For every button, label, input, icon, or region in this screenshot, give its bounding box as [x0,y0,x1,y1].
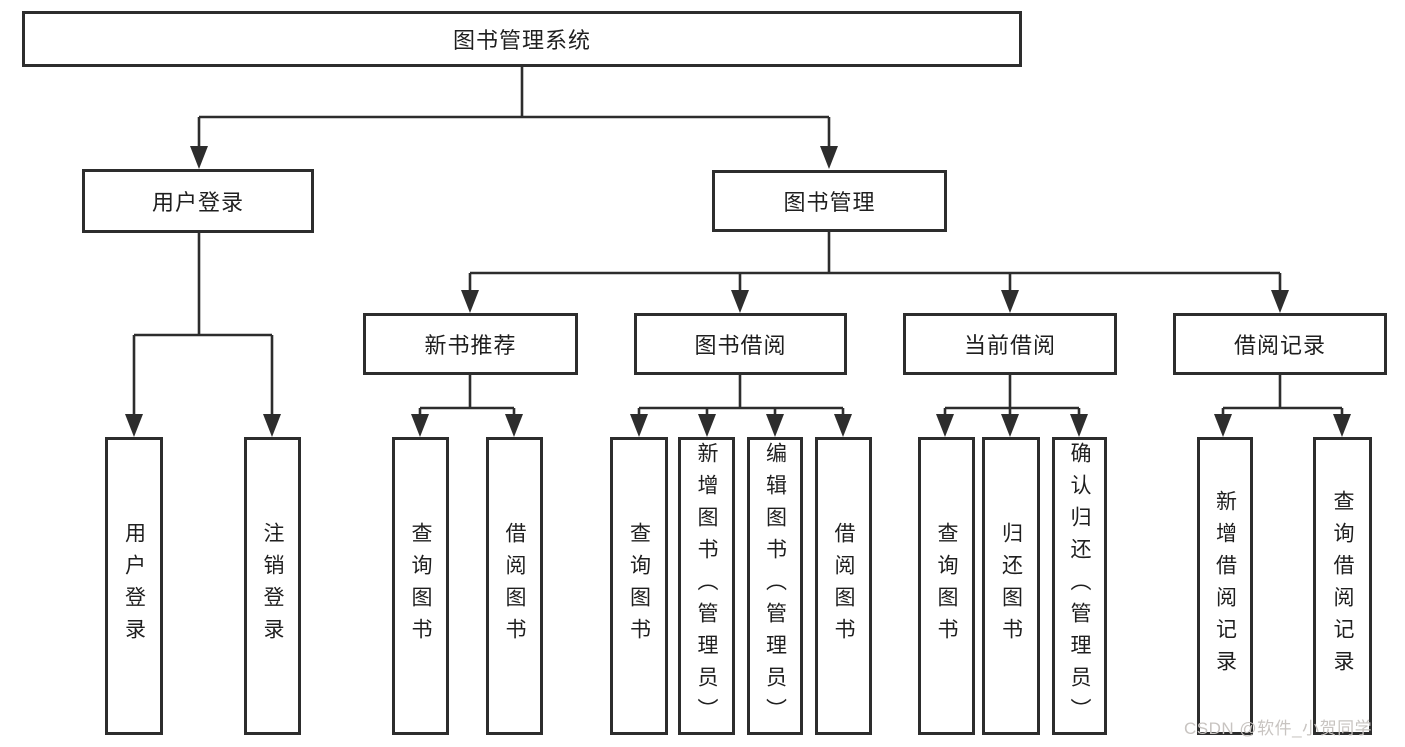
leaf-query-books-borrow-label: 查询图书 [627,522,651,650]
leaf-query-borrow-record-label: 查询借阅记录 [1331,490,1354,682]
leaf-user-login: 用户登录 [105,437,163,735]
leaf-edit-book-admin: 编辑图书（管理员） [747,437,803,735]
leaf-return-book-label: 归还图书 [999,522,1023,650]
node-user-login: 用户登录 [82,169,314,233]
leaf-query-books-current-label: 查询图书 [935,522,958,650]
node-book-borrow: 图书借阅 [634,313,847,375]
leaf-borrow-books-recommend: 借阅图书 [486,437,543,735]
arrowheads [125,146,1351,437]
leaf-edit-book-admin-label: 编辑图书（管理员） [763,442,787,730]
leaf-query-books-current: 查询图书 [918,437,975,735]
leaf-confirm-return-admin: 确认归还（管理员） [1052,437,1107,735]
leaf-add-book-admin-label: 新增图书（管理员） [695,442,718,730]
leaf-user-login-label: 用户登录 [122,522,146,650]
leaf-add-book-admin: 新增图书（管理员） [678,437,735,735]
node-new-book-recommend: 新书推荐 [363,313,578,375]
leaf-add-borrow-record-label: 新增借阅记录 [1213,490,1237,682]
leaf-confirm-return-admin-label: 确认归还（管理员） [1068,442,1091,730]
leaf-query-books-recommend: 查询图书 [392,437,449,735]
leaf-borrow-books-label: 借阅图书 [832,522,855,650]
leaf-borrow-books: 借阅图书 [815,437,872,735]
leaf-return-book: 归还图书 [982,437,1040,735]
node-root: 图书管理系统 [22,11,1022,67]
leaf-borrow-books-recommend-label: 借阅图书 [503,522,526,650]
leaf-add-borrow-record: 新增借阅记录 [1197,437,1253,735]
leaf-logout: 注销登录 [244,437,301,735]
node-current-borrow: 当前借阅 [903,313,1117,375]
node-book-management: 图书管理 [712,170,947,232]
leaf-logout-label: 注销登录 [261,522,284,650]
leaf-query-books-borrow: 查询图书 [610,437,668,735]
watermark: CSDN @软件_小贺同学 [1184,719,1373,738]
node-borrow-records: 借阅记录 [1173,313,1387,375]
leaf-query-borrow-record: 查询借阅记录 [1313,437,1372,735]
leaf-query-books-recommend-label: 查询图书 [409,522,432,650]
